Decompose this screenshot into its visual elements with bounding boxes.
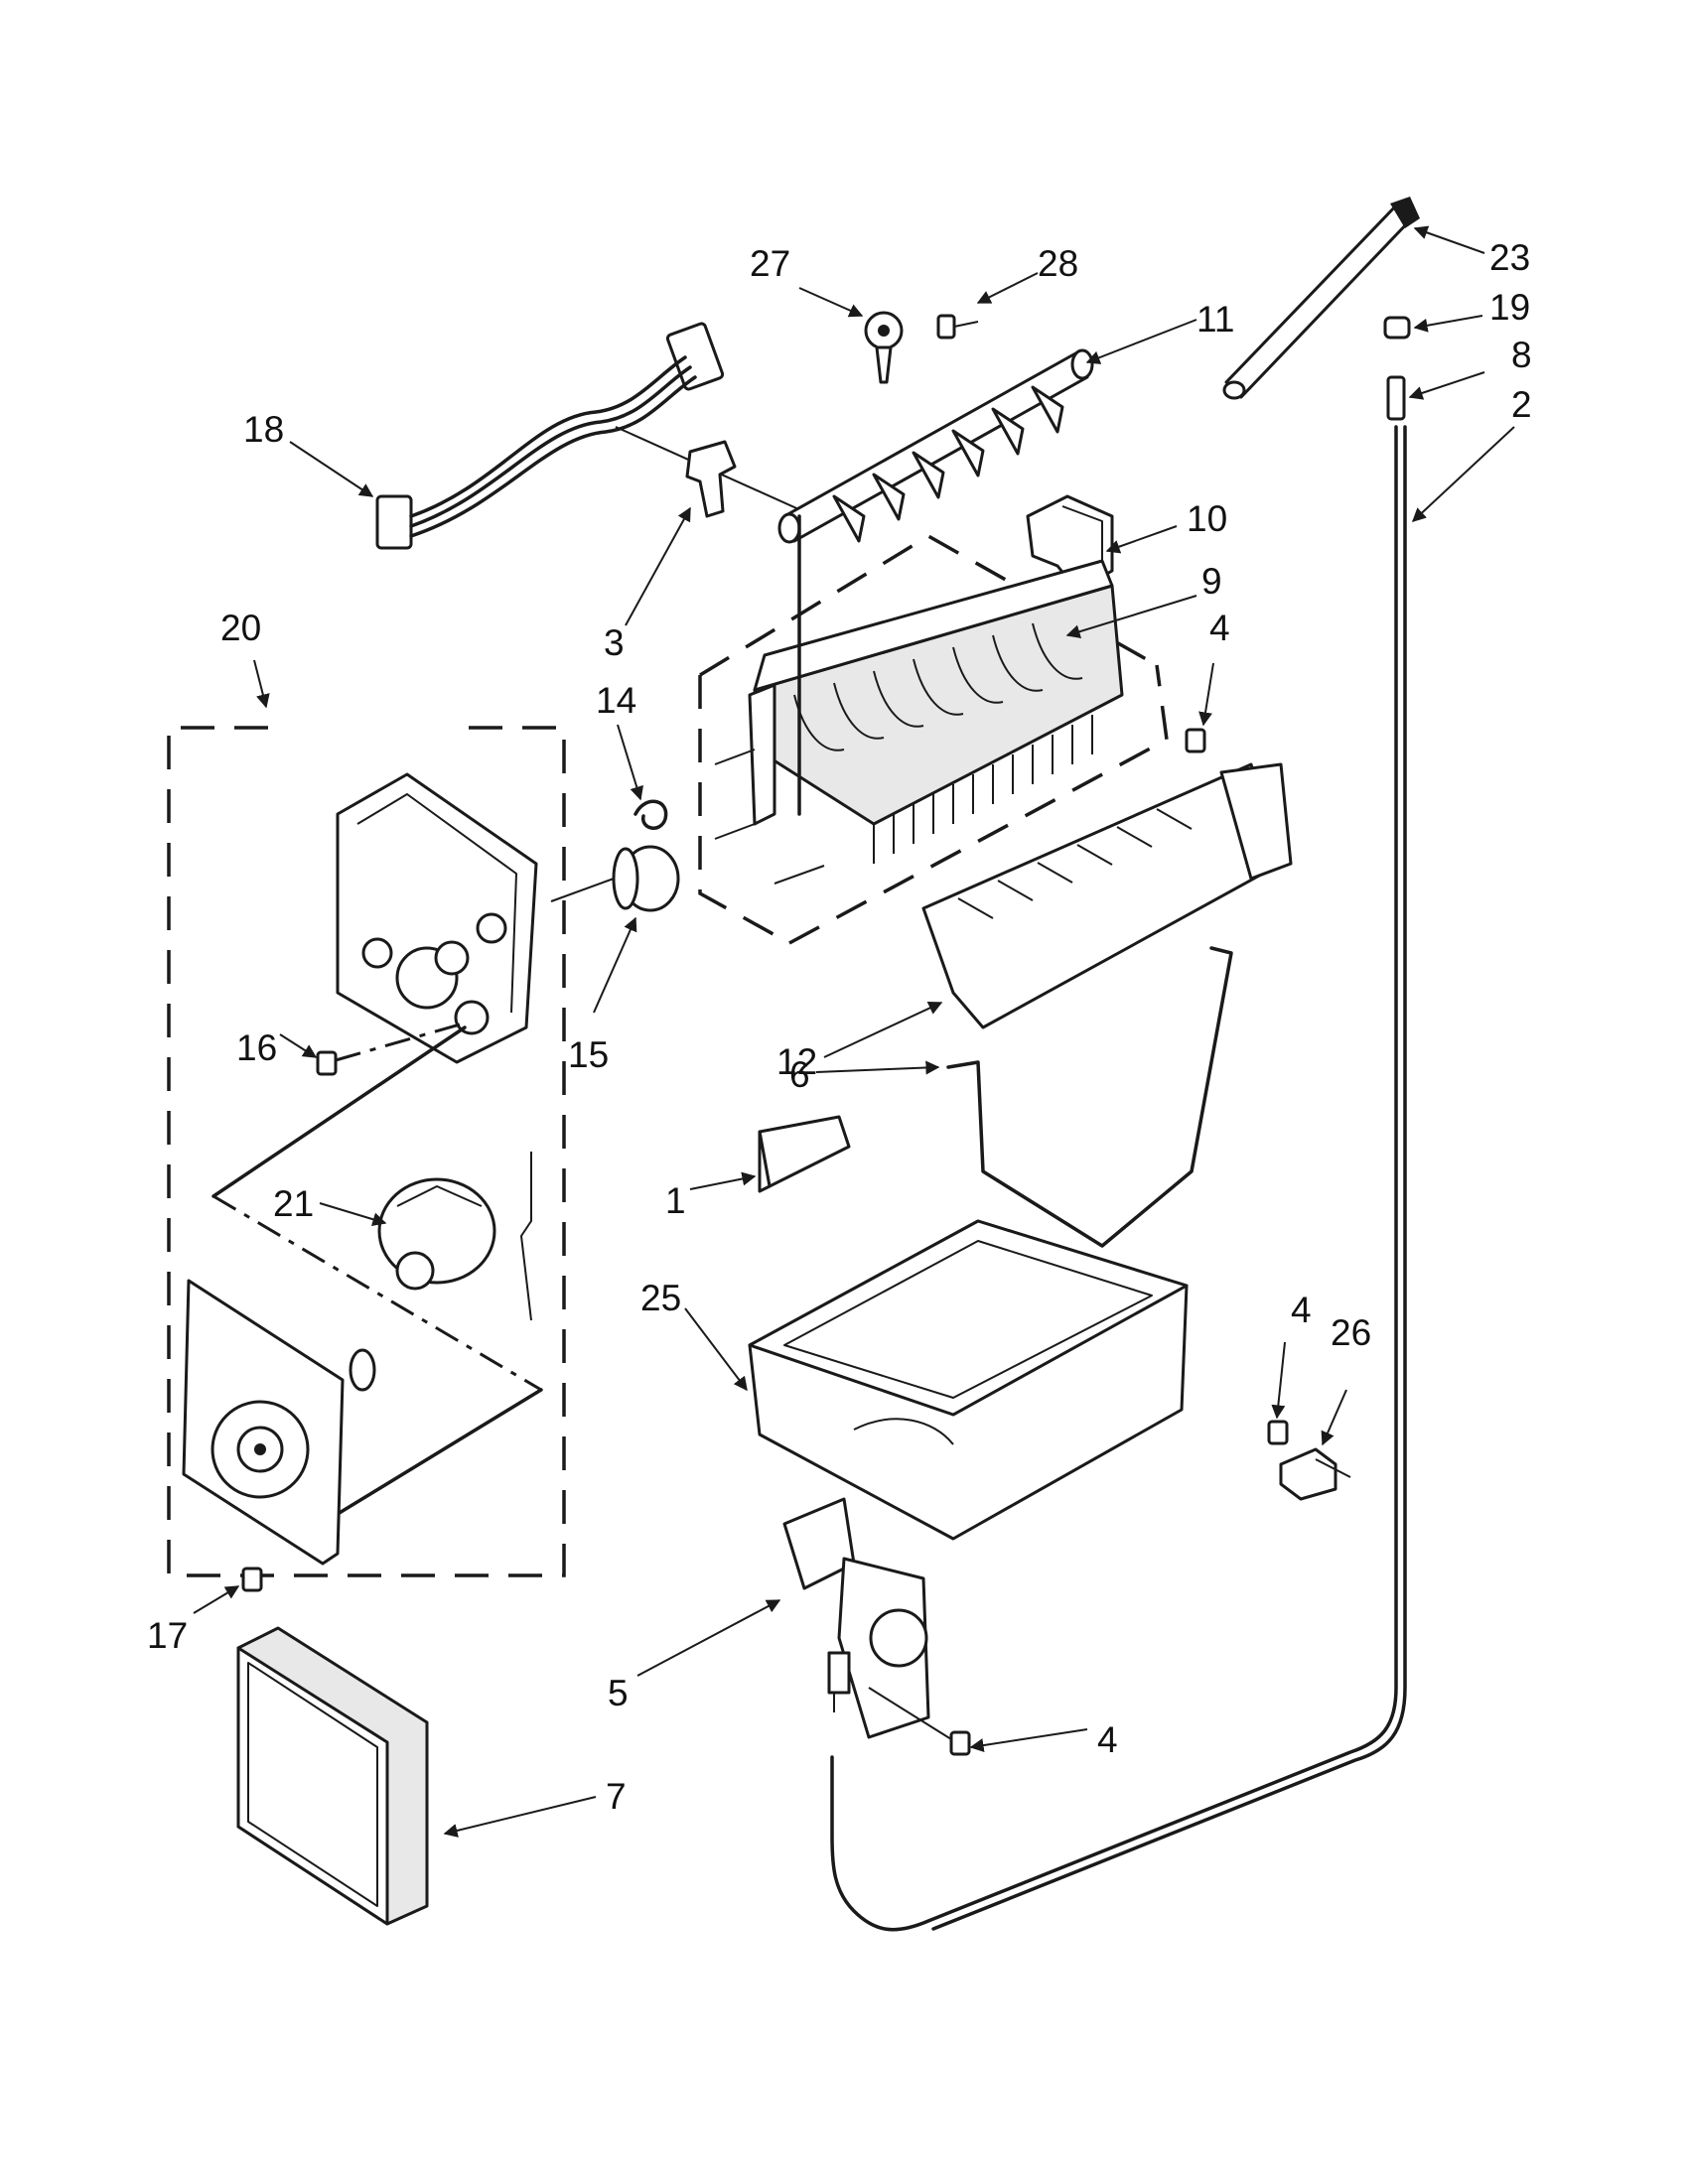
assembly-20-dashed-box <box>167 726 566 1577</box>
screw-part-16 <box>316 1021 468 1076</box>
water-valve-part-5 <box>782 1497 930 1739</box>
callout-17: 17 <box>147 1615 188 1656</box>
bracket-part-27 <box>864 311 904 384</box>
bracket-part-1 <box>758 1115 851 1193</box>
callout-26: 26 <box>1331 1312 1371 1353</box>
callout-11: 11 <box>1196 299 1234 340</box>
screw-part-4-mold <box>1185 728 1206 753</box>
screw-part-4-clamp <box>1267 1420 1289 1445</box>
screw-part-28 <box>936 314 979 340</box>
motor-part-21 <box>377 1152 532 1321</box>
callout-10: 10 <box>1187 498 1227 539</box>
grommet-part-19 <box>1383 316 1411 340</box>
callout-4-top: 4 <box>1209 608 1230 648</box>
callout-18: 18 <box>243 409 284 450</box>
ejector-part-11 <box>777 348 1094 544</box>
callout-25: 25 <box>640 1278 681 1318</box>
callout-14: 14 <box>596 680 636 721</box>
callout-1: 1 <box>665 1180 686 1221</box>
stripper-part-12 <box>921 762 1293 1029</box>
fill-tube-part-23 <box>1222 197 1420 400</box>
screw-part-4-valve <box>868 1687 971 1756</box>
callout-27: 27 <box>750 243 790 284</box>
callout-20: 20 <box>220 608 261 648</box>
coupling-part-8 <box>1386 375 1406 421</box>
water-tube-part-2 <box>830 425 1407 1932</box>
callout-21: 21 <box>273 1183 314 1224</box>
callout-2: 2 <box>1511 384 1532 425</box>
feeler-arm-part-6 <box>946 946 1233 1248</box>
wire-harness-part-18 <box>375 322 815 550</box>
callout-19: 19 <box>1489 287 1530 328</box>
callout-23: 23 <box>1489 237 1530 278</box>
callout-labels: 27 28 23 19 11 8 2 18 10 9 3 20 4 14 15 … <box>147 237 1532 1817</box>
callout-6: 6 <box>789 1054 810 1095</box>
callout-7: 7 <box>606 1776 627 1817</box>
clamp-part-26 <box>1279 1447 1351 1501</box>
cap-part-15 <box>550 845 680 912</box>
leader-line-c <box>318 1388 543 1527</box>
mounting-plate <box>182 1279 376 1566</box>
callout-16: 16 <box>236 1027 277 1068</box>
callout-9: 9 <box>1201 561 1222 602</box>
clip-part-3 <box>685 440 737 518</box>
callout-28: 28 <box>1038 243 1078 284</box>
callout-3: 3 <box>604 622 625 663</box>
ice-bin-part-25 <box>748 1219 1189 1541</box>
leader-arrows <box>193 225 1515 1838</box>
callout-8: 8 <box>1511 335 1532 375</box>
screw-part-17 <box>241 1567 263 1592</box>
leader-line-b <box>212 1194 542 1392</box>
leader-line-a <box>211 1025 467 1198</box>
control-housing <box>336 772 538 1064</box>
cover-part-7 <box>236 1626 429 1926</box>
callout-12: 12 <box>776 1041 817 1082</box>
callout-4-bottom: 4 <box>1097 1719 1118 1760</box>
callout-4-right: 4 <box>1291 1290 1312 1330</box>
clip-part-14 <box>633 799 668 830</box>
ice-mold <box>714 559 1124 885</box>
callout-15: 15 <box>568 1034 609 1075</box>
callout-5: 5 <box>608 1673 629 1713</box>
